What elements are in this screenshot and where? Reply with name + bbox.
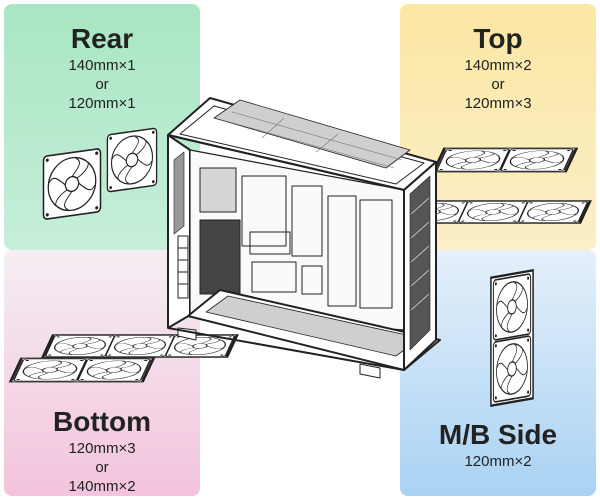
bottom-title: Bottom <box>53 406 151 437</box>
bottom-label: Bottom 120mm×3 or 140mm×2 <box>4 405 200 496</box>
mb-side-spec-1: 120mm×2 <box>464 453 532 470</box>
top-spec-2: 120mm×3 <box>464 95 532 112</box>
rear-fan-140-icon <box>42 147 102 221</box>
rear-spec-or: or <box>95 76 109 93</box>
bottom-fan-140x2-icon <box>8 357 156 383</box>
mb-side-fan-120x2-icon <box>490 268 534 408</box>
top-label: Top 140mm×2 or 120mm×3 <box>400 22 596 113</box>
bottom-spec-1: 120mm×3 <box>68 440 136 457</box>
rear-label: Rear 140mm×1 or 120mm×1 <box>4 22 200 113</box>
bottom-spec-2: 140mm×2 <box>68 478 136 495</box>
bottom-fan-120x3-icon <box>41 334 239 358</box>
rear-title: Rear <box>70 23 134 54</box>
mb-side-title: M/B Side <box>438 419 558 450</box>
mb-side-label: M/B Side 120mm×2 <box>400 418 596 471</box>
top-spec-1: 140mm×2 <box>464 57 532 74</box>
top-title: Top <box>473 23 523 54</box>
pc-case-icon <box>167 97 441 379</box>
rear-spec-1: 140mm×1 <box>68 57 136 74</box>
rear-spec-2: 120mm×1 <box>68 95 136 112</box>
rear-fan-120-icon <box>106 127 158 193</box>
bottom-spec-or: or <box>95 459 109 476</box>
top-spec-or: or <box>491 76 505 93</box>
top-fan-140x2-icon <box>431 147 579 173</box>
